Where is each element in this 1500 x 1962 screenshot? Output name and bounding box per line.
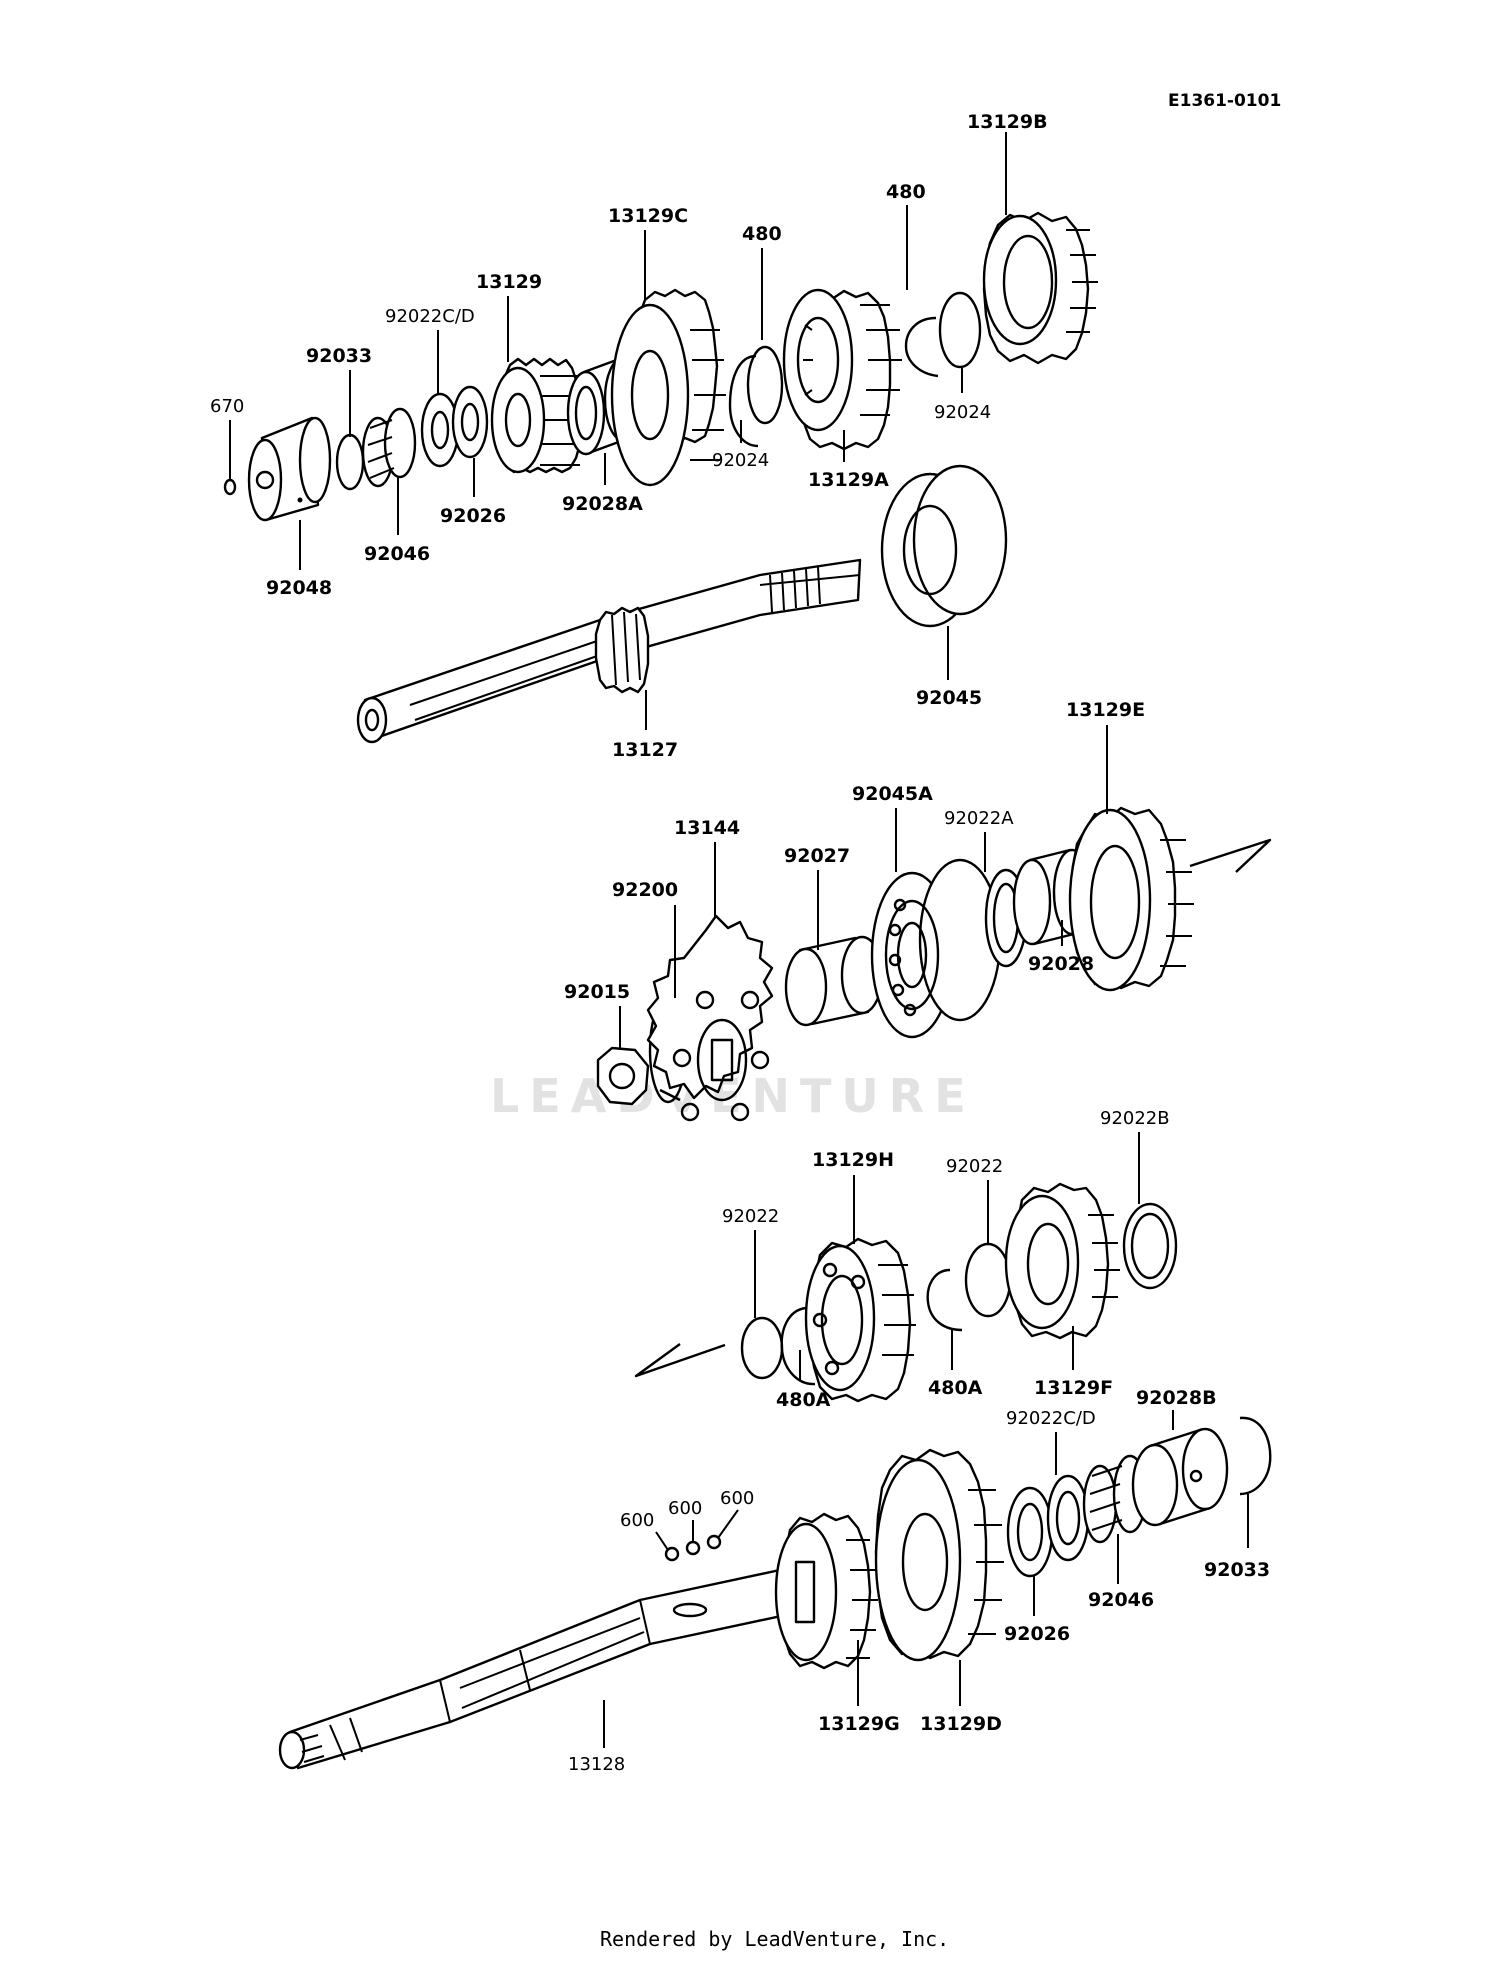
label-92045a[interactable]: 92045A <box>852 783 933 805</box>
bottom-group <box>278 1416 1272 1770</box>
middle-group <box>596 806 1272 1122</box>
part-13129c[interactable] <box>610 288 726 487</box>
label-92022b[interactable]: 92022B <box>1100 1108 1170 1129</box>
part-92033-bot[interactable] <box>1239 1416 1272 1496</box>
ball-600-a[interactable] <box>664 1546 680 1562</box>
label-13129g[interactable]: 13129G <box>818 1713 900 1735</box>
label-92046-top[interactable]: 92046 <box>364 543 430 565</box>
label-92022a[interactable]: 92022A <box>944 808 1014 829</box>
part-13144[interactable] <box>646 914 774 1122</box>
part-480-b[interactable] <box>904 316 939 378</box>
label-13129d[interactable]: 13129D <box>920 1713 1002 1735</box>
label-480a-b[interactable]: 480A <box>928 1377 983 1399</box>
label-92022cd-top[interactable]: 92022C/D <box>385 306 475 327</box>
label-92015[interactable]: 92015 <box>564 981 630 1003</box>
part-labels: 13129B 480 480 13129C 13129 92022C/D 920… <box>210 111 1270 1775</box>
part-92027[interactable] <box>784 935 884 1027</box>
label-670[interactable]: 670 <box>210 396 244 417</box>
part-480a-a[interactable] <box>780 1306 816 1386</box>
label-92022cd-bot[interactable]: 92022C/D <box>1006 1408 1096 1429</box>
ball-600-c[interactable] <box>706 1534 722 1550</box>
label-480a-a[interactable]: 480A <box>776 1389 831 1411</box>
upper-gear-group <box>223 211 1098 744</box>
part-92024-a[interactable] <box>746 345 784 425</box>
label-600-b[interactable]: 600 <box>668 1498 702 1519</box>
label-480-a[interactable]: 480 <box>886 181 926 203</box>
label-92028[interactable]: 92028 <box>1028 953 1094 975</box>
label-13129f[interactable]: 13129F <box>1034 1377 1113 1399</box>
label-92024-b[interactable]: 92024 <box>934 402 991 423</box>
label-13129b[interactable]: 13129B <box>967 111 1048 133</box>
label-92028a[interactable]: 92028A <box>562 493 643 515</box>
label-92048[interactable]: 92048 <box>266 577 332 599</box>
label-92028b[interactable]: 92028B <box>1136 1387 1217 1409</box>
label-13129h[interactable]: 13129H <box>812 1149 894 1171</box>
label-92027[interactable]: 92027 <box>784 845 850 867</box>
part-480-a[interactable] <box>728 354 759 448</box>
part-92022-a[interactable] <box>740 1316 784 1380</box>
part-92024-b[interactable] <box>938 291 982 369</box>
part-13129a[interactable] <box>782 288 902 451</box>
label-13127[interactable]: 13127 <box>612 739 678 761</box>
shaft-arrow-lower <box>634 1343 726 1378</box>
label-13128[interactable]: 13128 <box>568 1754 625 1775</box>
label-13129a[interactable]: 13129A <box>808 469 889 491</box>
part-13129g[interactable] <box>774 1512 878 1670</box>
leader-lines <box>229 132 1249 1748</box>
part-92022-b[interactable] <box>964 1242 1012 1318</box>
part-92015[interactable] <box>596 1046 650 1106</box>
label-92046-bot[interactable]: 92046 <box>1088 1589 1154 1611</box>
part-13129[interactable] <box>490 357 586 474</box>
part-92026-top[interactable] <box>451 385 489 459</box>
label-92024-a[interactable]: 92024 <box>712 450 769 471</box>
diagram-code: E1361-0101 <box>1168 91 1281 111</box>
label-13144[interactable]: 13144 <box>674 817 740 839</box>
part-92026-bot[interactable] <box>1006 1486 1054 1578</box>
label-92026-top[interactable]: 92026 <box>440 505 506 527</box>
part-92022cd-bot[interactable] <box>1046 1474 1090 1562</box>
watermark-text: LEADVENTURE <box>490 1069 976 1123</box>
part-92045[interactable] <box>880 464 1008 628</box>
part-92046-top[interactable] <box>361 407 417 488</box>
label-480-b[interactable]: 480 <box>742 223 782 245</box>
footer-credit: Rendered by LeadVenture, Inc. <box>600 1927 949 1951</box>
part-92045a[interactable] <box>870 858 1002 1039</box>
label-600-c[interactable]: 600 <box>720 1488 754 1509</box>
part-92048[interactable] <box>247 416 332 522</box>
part-13129h[interactable] <box>804 1237 916 1403</box>
label-92022-b[interactable]: 92022 <box>946 1156 1003 1177</box>
label-13129c[interactable]: 13129C <box>608 205 688 227</box>
shaft-arrow-upper <box>1189 838 1272 873</box>
ball-600-b[interactable] <box>685 1540 701 1556</box>
part-13129f[interactable] <box>1004 1182 1120 1340</box>
part-480a-b[interactable] <box>926 1268 963 1332</box>
part-92028b[interactable] <box>1131 1427 1229 1527</box>
part-13127[interactable] <box>356 558 862 744</box>
label-13129[interactable]: 13129 <box>476 271 542 293</box>
label-600-a[interactable]: 600 <box>620 1510 654 1531</box>
part-13129d[interactable] <box>874 1448 1004 1662</box>
label-92033-bot[interactable]: 92033 <box>1204 1559 1270 1581</box>
label-92200[interactable]: 92200 <box>612 879 678 901</box>
label-92022-a[interactable]: 92022 <box>722 1206 779 1227</box>
part-13129e[interactable] <box>1068 806 1194 992</box>
label-92045[interactable]: 92045 <box>916 687 982 709</box>
label-13129e[interactable]: 13129E <box>1066 699 1145 721</box>
label-92026-bot[interactable]: 92026 <box>1004 1623 1070 1645</box>
label-92033-top[interactable]: 92033 <box>306 345 372 367</box>
part-13129b[interactable] <box>982 211 1098 365</box>
part-13128[interactable] <box>278 1568 802 1770</box>
pin-670 <box>223 478 237 496</box>
part-92033-top[interactable] <box>335 433 365 491</box>
lower-gear-group <box>634 1182 1178 1403</box>
